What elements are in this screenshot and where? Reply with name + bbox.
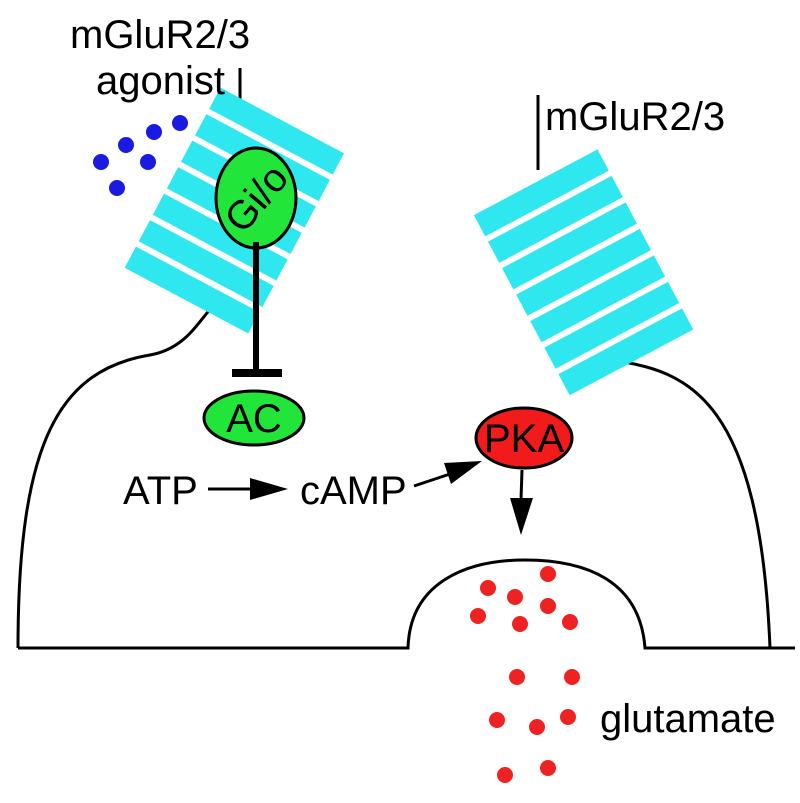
right-receptor-bar	[473, 149, 609, 237]
glutamate-dot	[470, 608, 486, 624]
agonist-label-line1: mGluR2/3	[70, 13, 250, 57]
glutamate-dot	[480, 580, 496, 596]
glutamate-dot	[540, 598, 556, 614]
right-receptor-bar	[487, 175, 623, 263]
glutamate-dot	[529, 719, 545, 735]
agonist-dot	[140, 154, 156, 170]
left-receptor-bar	[124, 246, 260, 334]
glutamate-dot	[540, 760, 556, 776]
right-receptor-bar	[530, 255, 666, 343]
atp-camp-arrowhead	[250, 478, 288, 500]
agonist-dot	[93, 154, 109, 170]
agonist-dots	[93, 115, 188, 196]
glutamate-label: glutamate	[600, 697, 776, 741]
agonist-label-line2: agonist	[96, 59, 225, 103]
agonist-dot	[118, 137, 134, 153]
glutamate-dots	[470, 566, 580, 783]
ac-enzyme	[202, 389, 306, 447]
right-receptor-bar	[502, 202, 637, 290]
left-terminal-membrane	[16, 298, 221, 649]
right-receptor-bar	[544, 281, 680, 369]
agonist-dot	[172, 115, 188, 131]
right-receptor	[473, 149, 694, 396]
ac-label: AC	[226, 397, 282, 441]
camp-pka-arrow-line	[413, 472, 451, 488]
glutamate-dot	[564, 669, 580, 685]
glutamate-dot	[507, 589, 523, 605]
glutamate-dot	[560, 709, 576, 725]
glutamate-dot	[497, 767, 513, 783]
right-receptor-bar	[516, 228, 652, 316]
glutamate-dot	[562, 614, 578, 630]
atp-label: ATP	[123, 469, 198, 513]
agonist-dot	[109, 180, 125, 196]
right-terminal-membrane	[609, 358, 772, 649]
agonist-dot	[146, 124, 162, 140]
glutamate-dot	[489, 712, 505, 728]
glutamate-dot	[512, 616, 528, 632]
camp-pka-arrowhead	[444, 461, 482, 484]
bottom-membrane	[18, 558, 795, 650]
pka-label: PKA	[484, 417, 564, 461]
pka-release-arrowhead	[510, 498, 533, 535]
pka-release-arrow-line	[519, 469, 524, 501]
right-receptor-bar	[558, 308, 694, 396]
left-receptor-bar	[209, 87, 345, 175]
right-receptor-label: mGluR2/3	[545, 95, 725, 139]
glutamate-dot	[540, 566, 556, 582]
camp-label: cAMP	[300, 469, 407, 513]
glutamate-dot	[509, 669, 525, 685]
pka-kinase	[474, 406, 574, 470]
left-receptor-bar	[138, 220, 274, 308]
